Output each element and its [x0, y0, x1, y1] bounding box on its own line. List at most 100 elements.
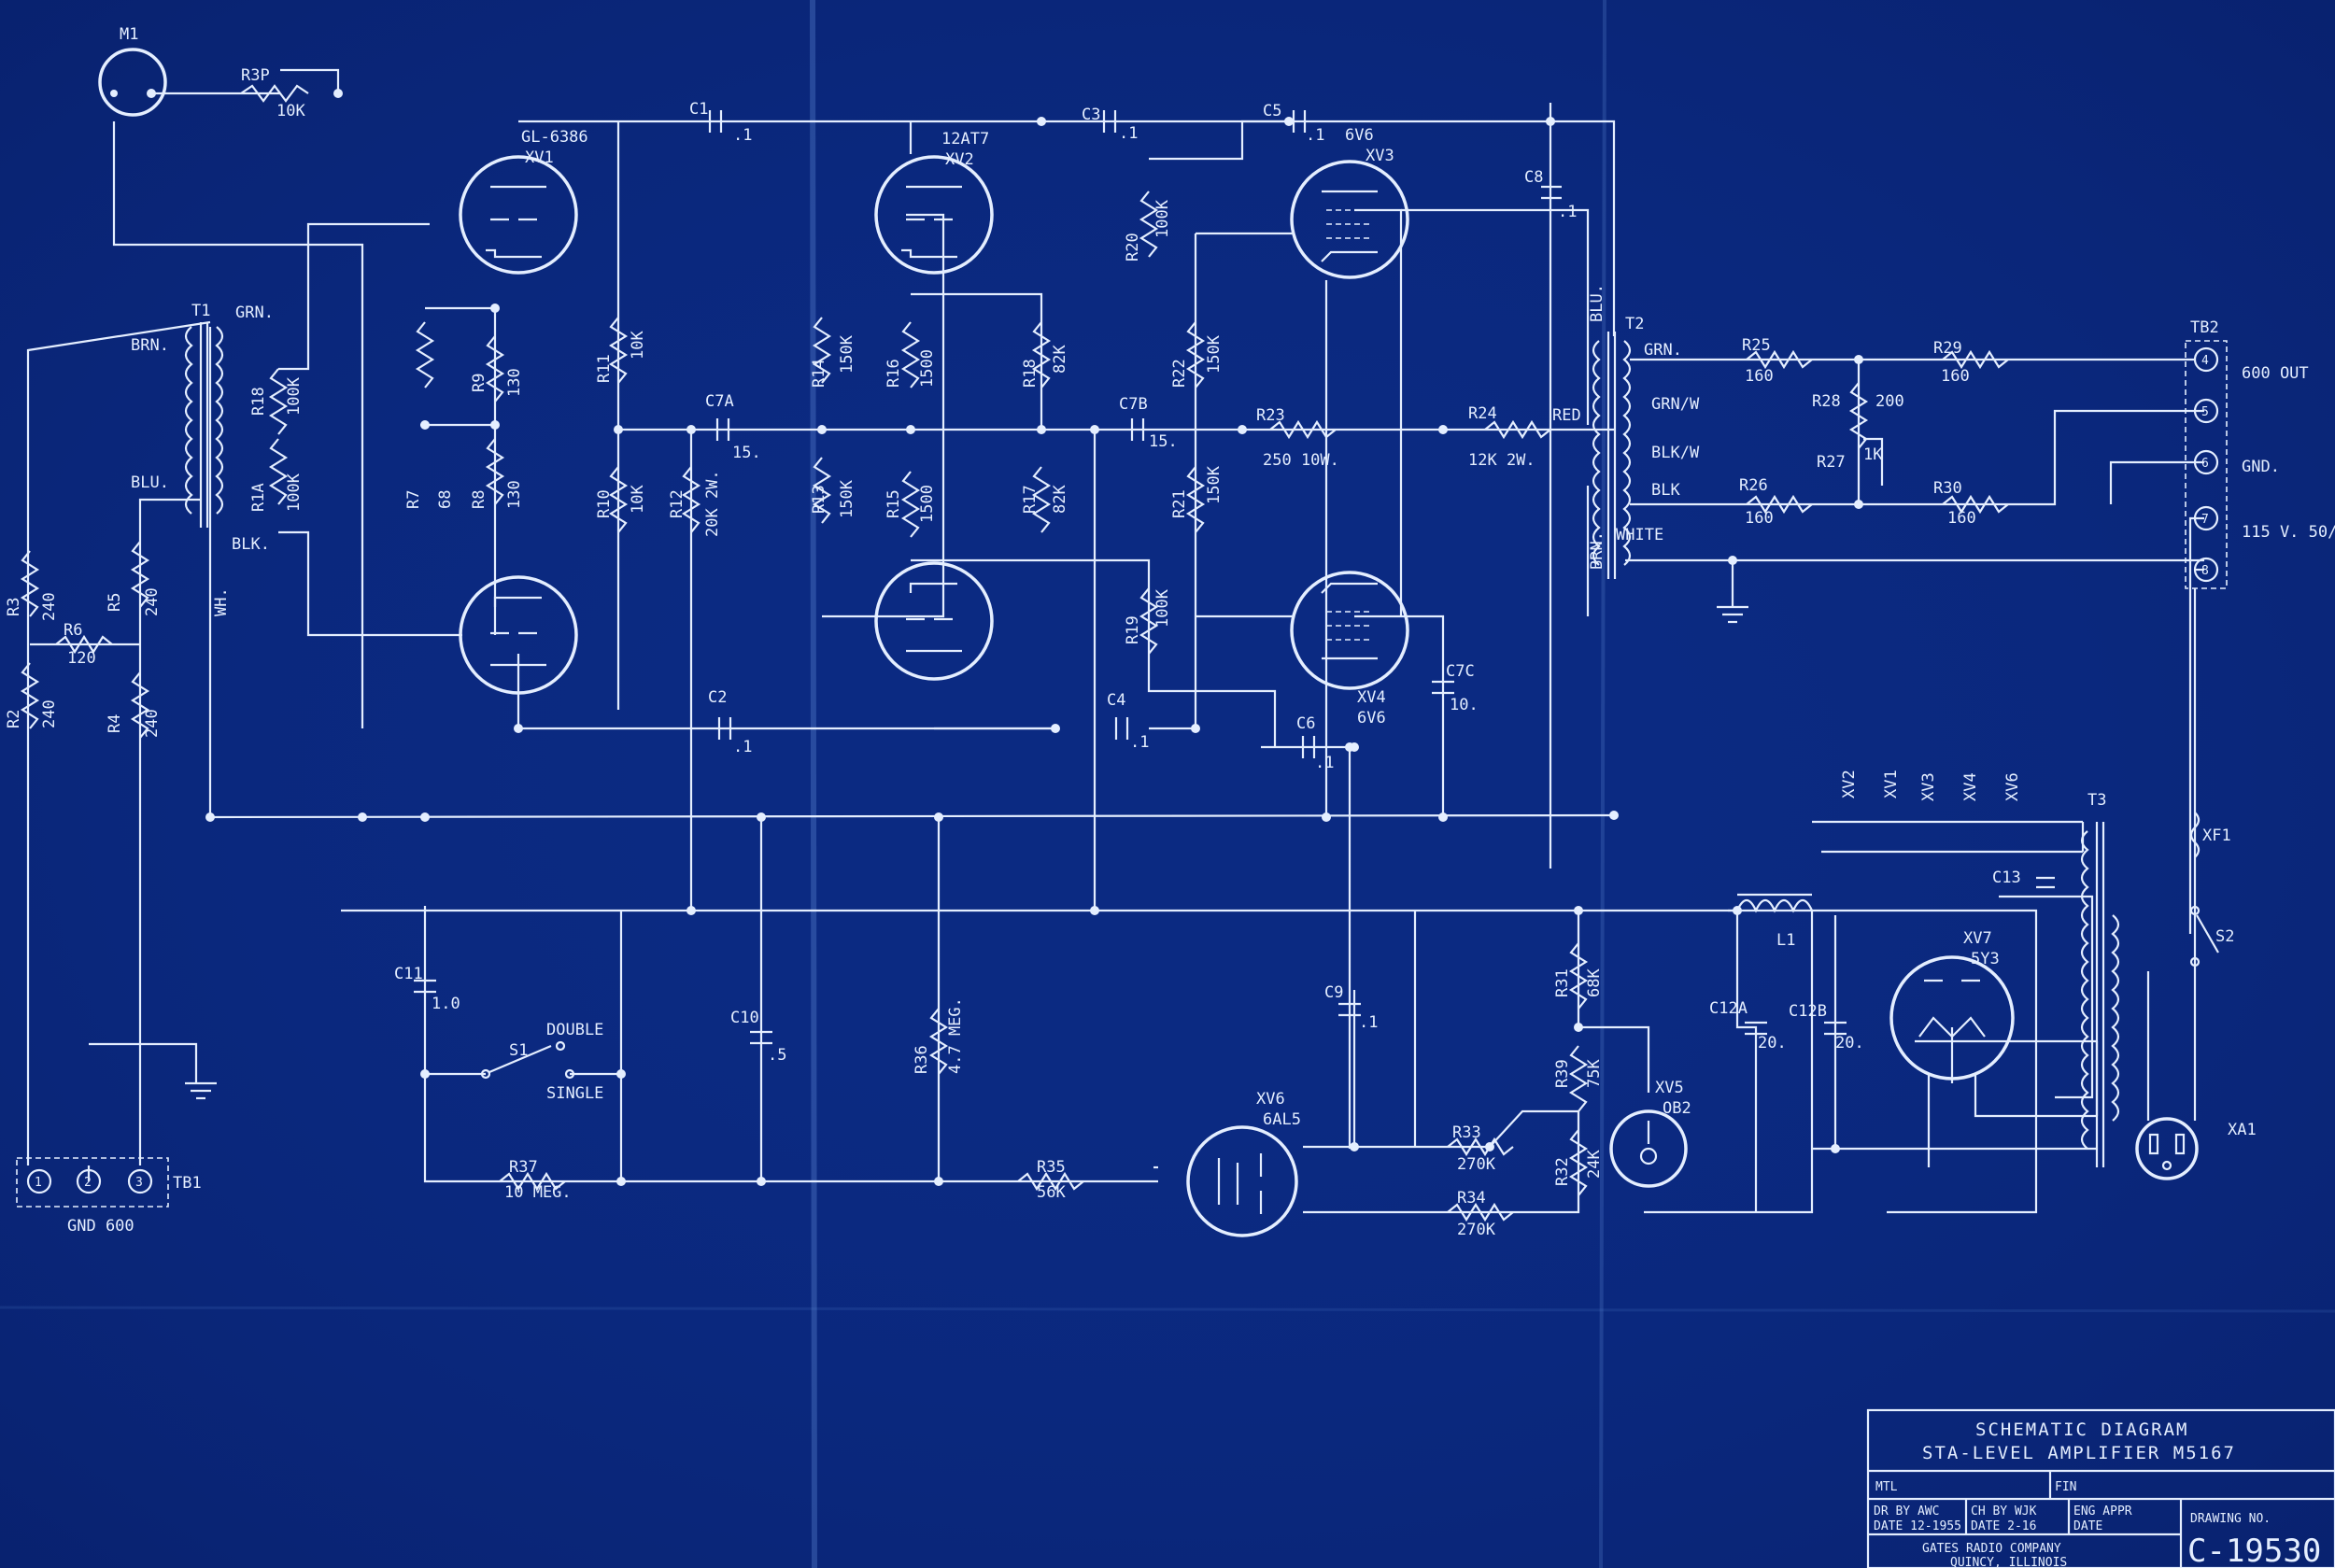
label-r5: R5 [106, 593, 124, 612]
label-tb1-gnd-600: GND 600 [67, 1217, 134, 1236]
tube-xv4 [1290, 571, 1409, 690]
label-r39: R39 [1553, 1059, 1572, 1088]
label-c7a-value: 15. [732, 444, 761, 462]
label-r30-value: 160 [1947, 509, 1976, 528]
label-t1-brn: BRN. [131, 336, 169, 355]
label-tb2-7: 7 [2201, 513, 2209, 527]
label-s1: S1 [509, 1041, 528, 1060]
label-heater-xv6: XV6 [2003, 772, 2022, 801]
label-t2-red: RED [1552, 406, 1581, 425]
label-heater-xv1: XV1 [1882, 770, 1901, 798]
tube-xv5 [1609, 1109, 1688, 1188]
transformer-t2 [1592, 332, 1632, 579]
label-r35-value: 56K [1037, 1183, 1066, 1202]
label-c3: C3 [1082, 106, 1100, 124]
label-r17: R17 [1021, 485, 1040, 514]
label-heater-xv2: XV2 [1840, 770, 1859, 798]
label-r21: R21 [1170, 489, 1189, 518]
label-c7b: C7B [1119, 395, 1148, 414]
label-r8: R8 [470, 490, 488, 509]
label-xv6: XV6 [1256, 1090, 1285, 1109]
title-block-company: GATES RADIO COMPANY [1922, 1542, 2061, 1556]
fold-crease [0, 1306, 2335, 1313]
label-c4: C4 [1107, 691, 1125, 710]
label-r34-value: 270K [1457, 1221, 1496, 1239]
label-r24-value: 12K 2W. [1468, 451, 1535, 470]
label-r3p: R3P [241, 66, 270, 85]
label-xv1-type: GL-6386 [521, 128, 588, 147]
label-r14: R14 [810, 359, 828, 388]
label-xv2-type: 12AT7 [941, 130, 989, 148]
label-r6: R6 [64, 621, 82, 640]
label-xf1: XF1 [2202, 826, 2231, 845]
label-l1: L1 [1776, 931, 1795, 950]
junction-dots [147, 89, 1863, 1186]
label-r3-value: 240 [40, 592, 59, 621]
title-block-date2: DATE 2-16 [1971, 1519, 2036, 1533]
label-tb2: TB2 [2190, 318, 2219, 337]
label-c9: C9 [1324, 983, 1343, 1002]
label-c10-value: .5 [768, 1046, 786, 1065]
label-r29: R29 [1933, 339, 1962, 358]
label-r30: R30 [1933, 479, 1962, 498]
label-heater-xv3: XV3 [1919, 772, 1938, 801]
label-r4: R4 [106, 714, 124, 733]
label-r25: R25 [1742, 336, 1771, 355]
label-r16-value: 1500 [918, 349, 937, 388]
label-c1: C1 [689, 100, 708, 119]
fuse-xf1 [2189, 812, 2201, 858]
label-r1b: R18 [249, 387, 268, 416]
switch-s2 [2189, 905, 2219, 968]
fold-crease [810, 0, 817, 1568]
label-r18-value: 82K [1051, 345, 1069, 374]
label-s1-single: SINGLE [546, 1084, 603, 1103]
title-block: SCHEMATIC DIAGRAM STA-LEVEL AMPLIFIER M5… [1866, 1408, 2335, 1568]
label-tb1-1: 1 [35, 1176, 42, 1190]
label-r28-value: 200 [1875, 392, 1904, 411]
label-xv4-type: 6V6 [1357, 709, 1386, 727]
label-r22: R22 [1170, 359, 1189, 388]
label-r1a-value: 100K [285, 473, 304, 512]
label-c8: C8 [1524, 168, 1543, 187]
label-c12b: C12B [1789, 1002, 1827, 1021]
label-xv3: XV3 [1366, 147, 1394, 165]
label-r9: R9 [470, 374, 488, 392]
label-xv7: XV7 [1963, 929, 1992, 948]
label-r31-value: 68K [1585, 968, 1604, 997]
label-tb1-2: 2 [84, 1176, 92, 1190]
label-r4-value: 240 [143, 709, 162, 738]
label-t2-grnw: GRN/W [1651, 395, 1700, 414]
label-c12a: C12A [1709, 999, 1748, 1018]
label-xv6-type: 6AL5 [1263, 1110, 1301, 1129]
label-r18: R18 [1021, 359, 1040, 388]
label-c1-value: .1 [733, 126, 752, 145]
label-t2-blu: BLU. [1588, 284, 1606, 322]
label-c2-value: .1 [733, 738, 752, 756]
title-block-dr-by: DR BY AWC [1874, 1504, 1939, 1519]
label-r6-value: 120 [67, 649, 96, 668]
label-r3p-value: 10K [276, 102, 305, 120]
label-tb2-4: 4 [2201, 354, 2209, 368]
title-block-title: SCHEMATIC DIAGRAM [1975, 1420, 2188, 1440]
label-r35: R35 [1037, 1158, 1066, 1177]
label-r14-value: 150K [838, 334, 856, 374]
label-c11: C11 [394, 965, 423, 983]
label-t2: T2 [1625, 315, 1644, 333]
label-xv7-type: 5Y3 [1971, 950, 2000, 968]
label-r34: R34 [1457, 1189, 1486, 1208]
label-r11: R11 [595, 354, 614, 383]
label-r22-value: 150K [1205, 334, 1224, 374]
title-block-drawing-no: C-19530 [2187, 1533, 2321, 1568]
label-s1-double: DOUBLE [546, 1021, 603, 1039]
label-tb2-115v: 115 V. 50/60 [2242, 523, 2335, 542]
label-r26-value: 160 [1745, 509, 1774, 528]
label-xv5-type: OB2 [1663, 1099, 1691, 1118]
label-c3-value: .1 [1119, 124, 1138, 143]
meter-m1 [98, 48, 167, 117]
label-r19-value: 100K [1153, 588, 1172, 628]
label-r12-value: 20K 2W. [703, 470, 722, 537]
title-block-ch-by: CH BY WJK [1971, 1504, 2037, 1519]
tube-xv6 [1186, 1125, 1298, 1237]
label-r13: R13 [810, 485, 828, 514]
